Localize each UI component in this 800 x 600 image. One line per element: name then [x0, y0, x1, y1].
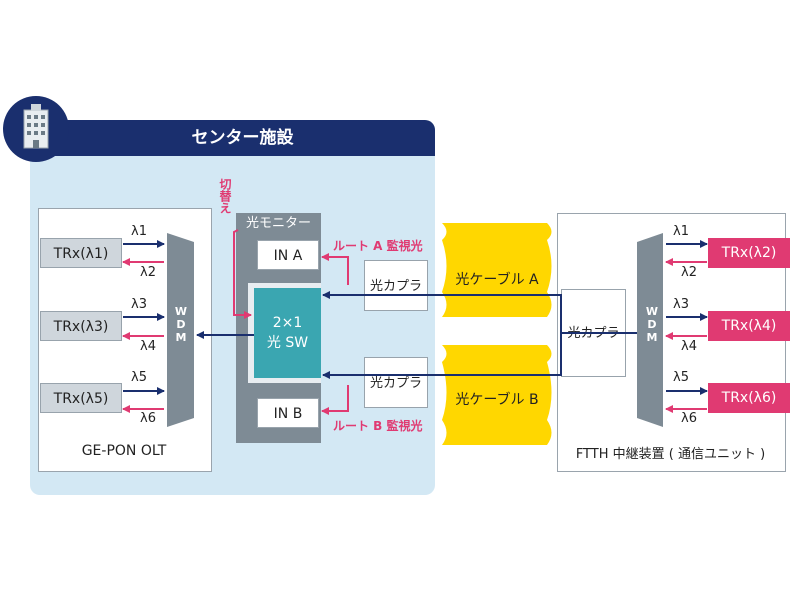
switch-toggle-arrow: [233, 229, 252, 319]
ftth-lambda-3: λ3: [673, 297, 689, 312]
olt-trx-5: TRx(λ5): [40, 383, 122, 413]
olt-wdm: [167, 233, 194, 427]
optical-monitor-label: 光モニター: [245, 216, 311, 231]
route-b-monitor-branch: [321, 385, 349, 415]
route-b-line-ftth: [364, 332, 625, 376]
olt-label: GE-PON OLT: [81, 443, 167, 459]
optical-cable-b: [442, 345, 552, 445]
olt-lambda-3: λ3: [131, 297, 147, 312]
route-a-line-ftth: [364, 294, 637, 334]
olt-trx-3: TRx(λ3): [40, 311, 122, 341]
route-a-monitor-branch: [321, 253, 349, 285]
ftth-lambda-1: λ1: [673, 224, 689, 239]
optical-switch-line2: 光 SW: [266, 335, 309, 351]
optical-switch-line1: 2×1: [272, 315, 303, 331]
olt-lambda-5: λ5: [131, 370, 147, 385]
ftth-wdm: [637, 233, 663, 427]
ftth-trx-6: TRx(λ6): [708, 383, 790, 413]
coupler-a: 光カプラ: [364, 260, 428, 311]
in-b-port: IN B: [257, 398, 319, 428]
ftth-lambda-5: λ5: [673, 370, 689, 385]
switch-note: 切替え: [218, 178, 232, 214]
ftth-trx-2: TRx(λ2): [708, 238, 790, 268]
coupler-b: 光カプラ: [364, 357, 428, 408]
olt-lambda-2: λ2: [140, 265, 156, 280]
ftth-trx-4: TRx(λ4): [708, 311, 790, 341]
cable-b-label: 光ケーブル B: [455, 392, 539, 408]
optical-cable-a: [442, 223, 552, 317]
building-icon-badge: [3, 96, 69, 162]
cable-a-label: 光ケーブル A: [455, 272, 539, 288]
center-facility-title: センター施設: [191, 128, 294, 148]
center-facility-header: [30, 120, 435, 156]
olt-lambda-1: λ1: [131, 224, 147, 239]
optical-switch: 2×1 光 SW: [254, 288, 321, 378]
olt-lambda-4: λ4: [140, 339, 156, 354]
route-b-label: ルート B 監視光: [333, 419, 423, 433]
olt-lambda-6: λ6: [140, 411, 156, 426]
olt-trx-1: TRx(λ1): [40, 238, 122, 268]
ftth-lambda-6: λ6: [681, 411, 697, 426]
ftth-lambda-4: λ4: [681, 339, 697, 354]
ftth-lambda-2: λ2: [681, 265, 697, 280]
building-icon: [23, 104, 49, 149]
ftth-label: FTTH 中継装置 ( 通信ユニット ): [575, 447, 766, 462]
route-a-label: ルート A 監視光: [333, 239, 423, 253]
in-a-port: IN A: [257, 240, 319, 270]
